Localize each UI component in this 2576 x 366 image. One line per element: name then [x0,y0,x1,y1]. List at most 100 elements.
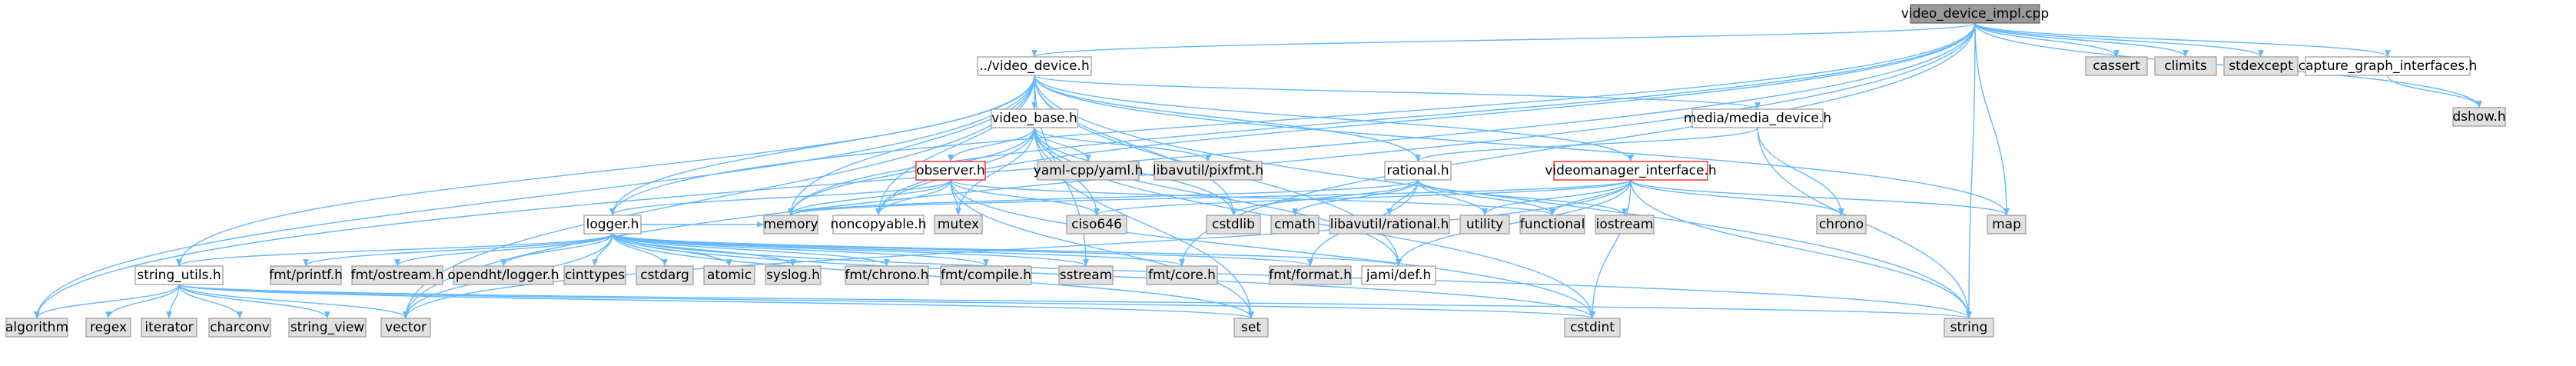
edge-logger-to-string_utils [176,233,613,267]
node-syslog: syslog.h [765,265,822,285]
node-root[interactable]: video_device_impl.cpp [1901,4,2049,24]
node-label-cinttypes: cinttypes [565,268,625,283]
node-label-jamidef: jami/def.h [1366,268,1431,283]
node-iterator: iterator [141,318,198,338]
node-label-memory: memory [763,217,818,232]
node-label-root: video_device_impl.cpp [1901,6,2049,22]
node-vminterface[interactable]: videomanager_interface.h [1545,161,1717,181]
node-capture_graph[interactable]: capture_graph_interfaces.h [2299,56,2478,76]
edge-root-to-memory [788,22,1976,216]
node-label-avrational: libavutil/rational.h [1330,217,1449,232]
node-climits: climits [2154,56,2217,76]
node-fmtchrono: fmt/chrono.h [845,265,929,285]
node-label-stdexcept: stdexcept [2229,58,2293,74]
node-rational[interactable]: rational.h [1384,161,1452,181]
edge-observer-to-cstdint [950,179,1595,319]
node-logger[interactable]: logger.h [583,215,642,235]
node-label-dshow: dshow.h [2452,109,2505,125]
edge-root-to-algorithm [34,22,1976,319]
node-box-cstdarg [636,265,694,285]
node-label-vector: vector [385,320,427,335]
node-label-fmtprintf: fmt/printf.h [269,268,343,283]
node-chrono: chrono [1816,215,1867,235]
edge-logger-to-openhtlogger [500,233,613,267]
node-box-video_device [977,56,1092,76]
edge-rational-to-iostream [1417,179,1628,216]
edge-logger-to-jamidef [612,233,1402,267]
edge-video_device-to-map [1034,75,2010,216]
node-video_device[interactable]: ../video_device.h [977,56,1092,76]
edge-video_device-to-memory [788,75,1035,216]
node-noncopyable[interactable]: noncopyable.h [830,215,927,235]
node-vector: vector [380,318,431,338]
node-fmtcore: fmt/core.h [1146,265,1218,285]
edge-string_utils-to-vector [178,284,409,319]
edge-observer-to-ciso646 [950,179,1100,216]
node-box-openhtlogger [453,265,554,285]
edge-observer-to-memory [788,179,951,216]
node-jamidef[interactable]: jami/def.h [1361,265,1436,285]
node-video_base[interactable]: video_base.h [991,108,1078,128]
node-mutex: mutex [934,215,983,235]
edge-vminterface-to-functional [1549,179,1632,216]
node-label-algorithm: algorithm [5,320,68,335]
node-fmtostream: fmt/ostream.h [350,265,444,285]
edge-root-to-stdexcept [1974,22,2264,58]
node-label-sstream: sstream [1060,268,1112,283]
node-box-ciso646 [1066,215,1127,235]
edge-video_base-to-observer [948,127,1035,162]
node-sstream: sstream [1058,265,1114,285]
node-label-string: string [1950,320,1988,335]
node-box-root [1910,4,2040,24]
node-memory: memory [763,215,818,235]
node-box-sstream [1058,265,1114,285]
node-observer[interactable]: observer.h [915,161,986,181]
edge-string_utils-to-algorithm [34,284,180,319]
node-fmtcompile: fmt/compile.h [940,265,1032,285]
node-box-rational [1384,161,1452,181]
node-label-cstdlib: cstdlib [1212,217,1255,232]
edge-vminterface-to-vector [403,179,1632,319]
node-label-fmtostream: fmt/ostream.h [350,268,443,283]
node-label-rational: rational.h [1386,163,1449,178]
node-box-cassert [2085,56,2148,76]
node-label-iostream: iostream [1596,217,1654,232]
edge-vminterface-to-jamidef [1396,179,1632,267]
node-label-media_device: media/media_device.h [1684,111,1831,126]
edge-vminterface-to-ciso646 [1094,179,1632,216]
edge-video_base-to-pixfmt [1034,127,1211,162]
node-label-functional: functional [1520,217,1585,232]
node-box-fmtprintf [270,265,342,285]
node-cinttypes: cinttypes [563,265,626,285]
node-label-video_device: ../video_device.h [979,58,1090,74]
node-media_device[interactable]: media/media_device.h [1684,108,1831,128]
node-label-noncopyable: noncopyable.h [830,217,926,232]
node-box-iostream [1595,215,1655,235]
node-box-algorithm [5,318,68,338]
edge-video_device-to-noncopyable [875,75,1035,216]
edge-root-to-capture_graph [1974,22,2391,58]
edge-string_utils-to-string_view [178,284,330,319]
edge-logger-to-sstream [612,233,1089,267]
node-charconv: charconv [208,318,271,338]
node-string_utils[interactable]: string_utils.h [134,265,224,285]
node-atomic: atomic [703,265,755,285]
node-box-climits [2154,56,2217,76]
node-box-memory [763,215,818,235]
node-label-yamlcpp: yaml-cpp/yaml.h [1034,163,1144,178]
edge-root-to-climits [1974,22,2189,58]
node-box-cmath [1270,215,1320,235]
node-box-vminterface [1553,161,1708,181]
node-label-video_base: video_base.h [991,111,1077,126]
node-box-syslog [765,265,822,285]
node-box-regex [85,318,131,338]
node-label-chrono: chrono [1819,217,1864,232]
node-label-map: map [1992,217,2021,232]
node-box-iterator [141,318,198,338]
node-label-observer: observer.h [916,163,985,178]
node-box-mutex [934,215,983,235]
node-ciso646: ciso646 [1066,215,1127,235]
